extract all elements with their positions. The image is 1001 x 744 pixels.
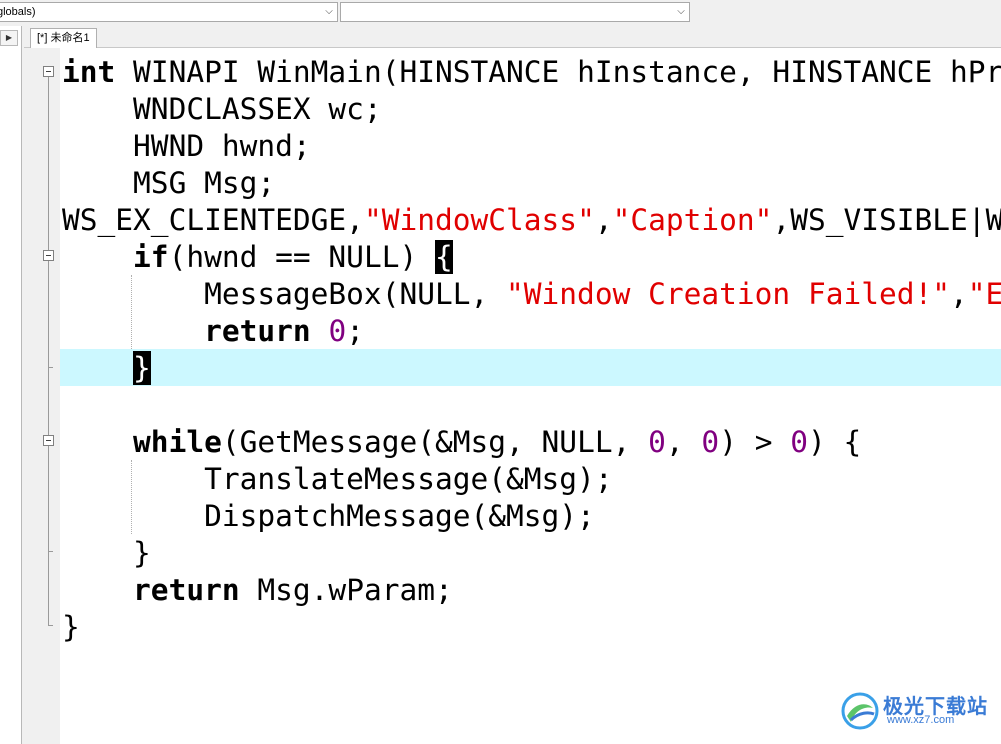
code-line[interactable]: } [62, 350, 151, 387]
fold-collapse-icon[interactable] [43, 250, 54, 261]
code-token: WS_EX_CLIENTEDGE, [62, 203, 364, 237]
code-token: "WindowClass" [363, 203, 595, 237]
scope-combo[interactable]: globals) ⌵ [0, 2, 338, 22]
code-line[interactable]: return Msg.wParam; [62, 572, 453, 609]
chevron-down-icon[interactable]: ⌵ [677, 6, 685, 17]
code-token: return [133, 573, 240, 607]
code-token [62, 573, 133, 607]
code-token: (GetMessage(&Msg, NULL, [221, 425, 649, 459]
watermark-url: www.xz7.com [887, 714, 955, 726]
code-token: DispatchMessage(&Msg); [62, 499, 595, 533]
code-line[interactable]: MessageBox(NULL, "Window Creation Failed… [62, 276, 1001, 313]
member-combo[interactable]: ⌵ [340, 2, 690, 22]
code-token: "Window Creation Failed!" [506, 277, 951, 311]
code-token: ) { [808, 425, 862, 459]
code-line[interactable]: int WINAPI WinMain(HINSTANCE hInstance, … [62, 54, 1001, 91]
code-token: (hwnd == NULL) [168, 240, 435, 274]
code-token: 0 [328, 314, 347, 348]
code-token: 0 [648, 425, 666, 459]
fold-line [48, 77, 49, 625]
tab-untitled-1[interactable]: [*] 未命名1 [30, 28, 97, 48]
code-line[interactable]: TranslateMessage(&Msg); [62, 461, 613, 498]
code-line[interactable]: HWND hwnd; [62, 128, 311, 165]
editor-tab-strip: [*] 未命名1 [24, 26, 1001, 48]
code-token: "E [967, 277, 1001, 311]
code-token: } [62, 610, 80, 644]
code-editor[interactable]: int WINAPI WinMain(HINSTANCE hInstance, … [24, 48, 1001, 744]
code-token: while [133, 425, 222, 459]
watermark: 极光下载站 www.xz7.com [841, 690, 991, 732]
code-line[interactable]: while(GetMessage(&Msg, NULL, 0, 0) > 0) … [62, 424, 861, 461]
code-token: WINAPI WinMain(HINSTANCE hInstance, HINS… [115, 55, 1001, 89]
indent-guide [131, 275, 132, 349]
code-token [311, 314, 329, 348]
fold-gutter [24, 48, 60, 744]
code-token: , [665, 425, 702, 459]
code-token: { [435, 240, 453, 274]
code-token: return [204, 314, 311, 348]
toolbar: globals) ⌵ ⌵ [0, 0, 1001, 26]
left-side-panel: ▶ [0, 26, 22, 744]
code-line[interactable]: } [62, 609, 80, 646]
fold-collapse-icon[interactable] [43, 435, 54, 446]
watermark-name: 极光下载站 [883, 696, 988, 718]
code-token: int [62, 55, 116, 89]
code-token: ,WS_VISIBLE|W [772, 203, 1001, 237]
code-line[interactable]: WNDCLASSEX wc; [62, 91, 382, 128]
code-token: if [133, 240, 169, 274]
code-token: } [133, 351, 151, 385]
code-token [62, 351, 133, 385]
fold-end-marker [48, 551, 53, 552]
code-token: MessageBox(NULL, [62, 277, 507, 311]
fold-end-marker [48, 625, 53, 626]
current-line-highlight [60, 349, 1001, 386]
code-area[interactable]: int WINAPI WinMain(HINSTANCE hInstance, … [60, 48, 1001, 744]
code-token: HWND hwnd; [62, 129, 311, 163]
code-token: } [62, 536, 151, 570]
code-line[interactable]: WS_EX_CLIENTEDGE,"WindowClass","Caption"… [62, 202, 1001, 239]
code-line[interactable]: DispatchMessage(&Msg); [62, 498, 595, 535]
code-token: , [594, 203, 613, 237]
fold-collapse-icon[interactable] [43, 66, 54, 77]
code-token: TranslateMessage(&Msg); [62, 462, 613, 496]
chevron-down-icon[interactable]: ⌵ [325, 6, 333, 17]
code-line[interactable]: MSG Msg; [62, 165, 275, 202]
scope-combo-value: globals) [0, 6, 36, 18]
code-token: MSG Msg; [62, 166, 276, 200]
code-token: 0 [790, 425, 808, 459]
fold-end-marker [48, 367, 53, 368]
code-token: Msg.wParam; [239, 573, 453, 607]
code-token [62, 425, 133, 459]
code-token: ; [346, 314, 364, 348]
code-token: WNDCLASSEX wc; [62, 92, 382, 126]
triangle-right-icon[interactable]: ▶ [0, 30, 18, 46]
code-line[interactable]: } [62, 535, 151, 572]
code-token: , [950, 277, 968, 311]
indent-guide [131, 460, 132, 534]
code-line[interactable]: return 0; [62, 313, 364, 350]
aurora-logo [841, 692, 879, 730]
code-token: ) > [719, 425, 791, 459]
code-token [62, 314, 204, 348]
code-token [62, 240, 133, 274]
code-line[interactable]: if(hwnd == NULL) { [62, 239, 453, 276]
code-token: 0 [701, 425, 720, 459]
code-token: "Caption" [612, 203, 773, 237]
